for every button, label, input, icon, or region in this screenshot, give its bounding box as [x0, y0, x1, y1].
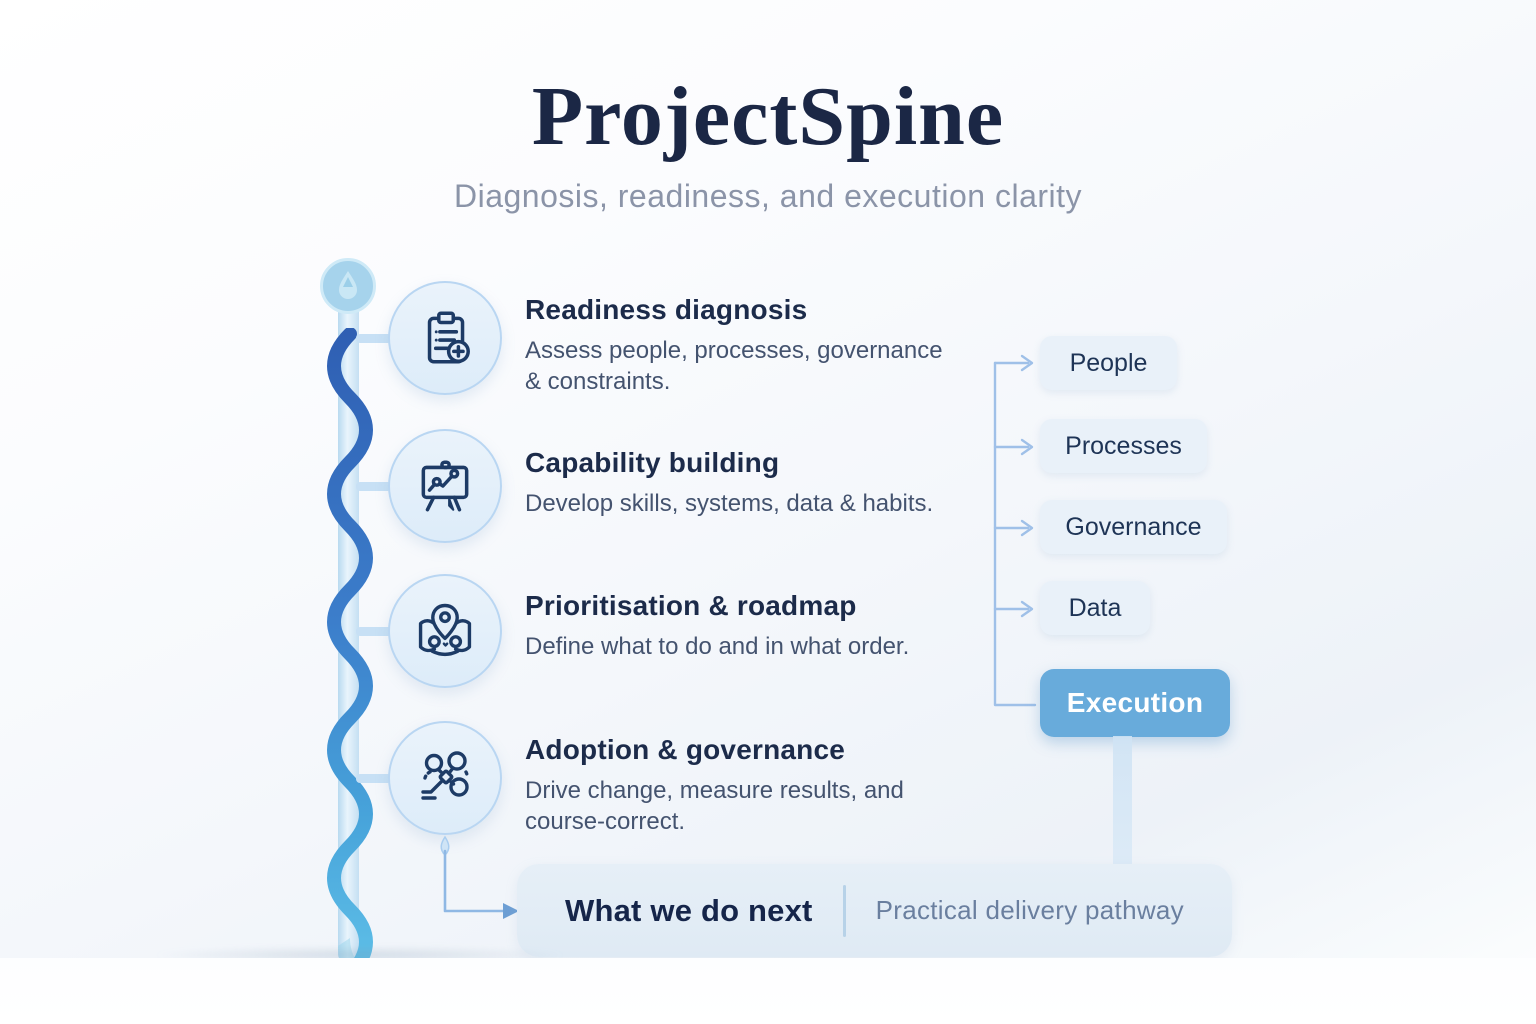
execution-to-footer-connector [1113, 736, 1132, 867]
spine-connector [356, 774, 394, 783]
step-title: Adoption & governance [525, 734, 845, 765]
step-description: Drive change, measure results, and cours… [525, 777, 904, 835]
chip-label: People [1069, 348, 1148, 377]
spine-to-footer-arrow [440, 835, 519, 919]
step-description: Develop skills, systems, data & habits. [525, 490, 934, 517]
step-description: Assess people, processes, governance & c… [525, 337, 943, 395]
step-icon-circle [388, 574, 502, 688]
step-icon-circle [388, 281, 502, 395]
presentation-chart-icon [421, 460, 469, 512]
step-icon-circle [388, 721, 502, 835]
page-subtitle: Diagnosis, readiness, and execution clar… [453, 178, 1083, 214]
footer-bar: What we do next Practical delivery pathw… [517, 864, 1232, 957]
step-icon-circle [388, 429, 502, 543]
chip-label: Execution [1066, 687, 1204, 718]
dimension-chip-people: People [1040, 336, 1177, 390]
footer-title: What we do next [565, 892, 813, 928]
step-description: Define what to do and in what order. [525, 633, 910, 660]
spine-top-node [320, 258, 376, 314]
spine-connector [356, 627, 394, 636]
spine-connector [356, 334, 394, 343]
clipboard-plus-icon [427, 311, 470, 364]
chip-label: Governance [1065, 512, 1202, 541]
footer-divider [842, 884, 846, 937]
step-text-block: Readiness diagnosis Assess people, proce… [525, 294, 995, 397]
dimension-chip-data: Data [1040, 581, 1150, 635]
chip-label: Data [1068, 593, 1122, 622]
map-pins-icon [418, 603, 472, 657]
step-title: Readiness diagnosis [525, 294, 808, 325]
dimension-chip-governance: Governance [1040, 500, 1227, 554]
dimension-chip-processes: Processes [1040, 419, 1207, 473]
step-title: Prioritisation & roadmap [525, 590, 857, 621]
dimension-chip-execution: Execution [1040, 669, 1230, 737]
spine-connector [356, 482, 394, 491]
chip-label: Processes [1065, 431, 1182, 460]
step-text-block: Adoption & governance Drive change, meas… [525, 734, 995, 837]
footer-subtitle: Practical delivery pathway [875, 895, 1184, 925]
step-text-block: Capability building Develop skills, syst… [525, 447, 995, 519]
ground-area [0, 958, 1536, 1024]
up-arrow-icon [339, 271, 357, 299]
step-title: Capability building [525, 447, 780, 478]
page-title: ProjectSpine [531, 70, 1005, 163]
step-text-block: Prioritisation & roadmap Define what to … [525, 590, 995, 662]
org-network-icon [421, 751, 469, 800]
